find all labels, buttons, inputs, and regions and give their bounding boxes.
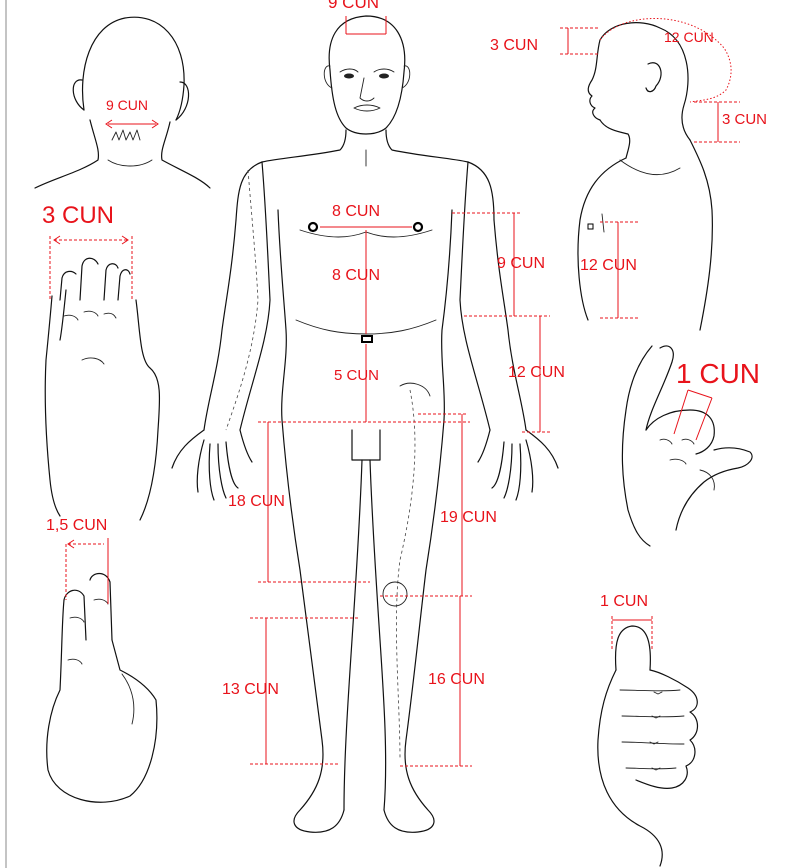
label-outer-shin: 16 CUN <box>428 672 485 688</box>
label-axilla-to-rib: 9 CUN <box>497 256 545 272</box>
three-finger-measure <box>50 236 132 300</box>
thumb-hand-figure <box>598 626 698 866</box>
label-outer-thigh: 19 CUN <box>440 510 497 526</box>
label-neck-back: 3 CUN <box>722 112 767 127</box>
front-body-figure <box>172 16 558 832</box>
thumb-measure <box>612 616 652 650</box>
label-navel-to-pubis: 5 CUN <box>334 368 379 383</box>
three-finger-hand-figure <box>45 258 159 520</box>
label-forehead-hairline: 3 CUN <box>490 38 538 54</box>
label-head-top: 9 CUN <box>328 0 379 11</box>
nape-measure-arrow <box>106 120 158 128</box>
label-nipples: 8 CUN <box>332 204 380 220</box>
label-three-finger: 3 CUN <box>42 204 114 228</box>
label-head-arc: 12 CUN <box>664 30 714 44</box>
label-side-chest: 12 CUN <box>580 258 637 274</box>
label-finger-joint: 1 CUN <box>676 360 760 388</box>
label-rib-to-elbow: 12 CUN <box>508 365 565 381</box>
side-profile-figure <box>578 23 712 330</box>
label-nape-width: 9 CUN <box>106 98 148 112</box>
label-thumb-width: 1 CUN <box>600 594 648 610</box>
label-inner-thigh: 18 CUN <box>228 494 285 510</box>
label-chest-to-navel: 8 CUN <box>332 268 380 284</box>
label-two-finger: 1,5 CUN <box>46 518 107 534</box>
two-finger-hand-figure <box>47 574 157 803</box>
bent-finger-measure <box>674 390 712 440</box>
label-inner-shin: 13 CUN <box>222 682 279 698</box>
two-finger-measure <box>66 538 108 604</box>
front-measure-lines <box>250 16 552 766</box>
